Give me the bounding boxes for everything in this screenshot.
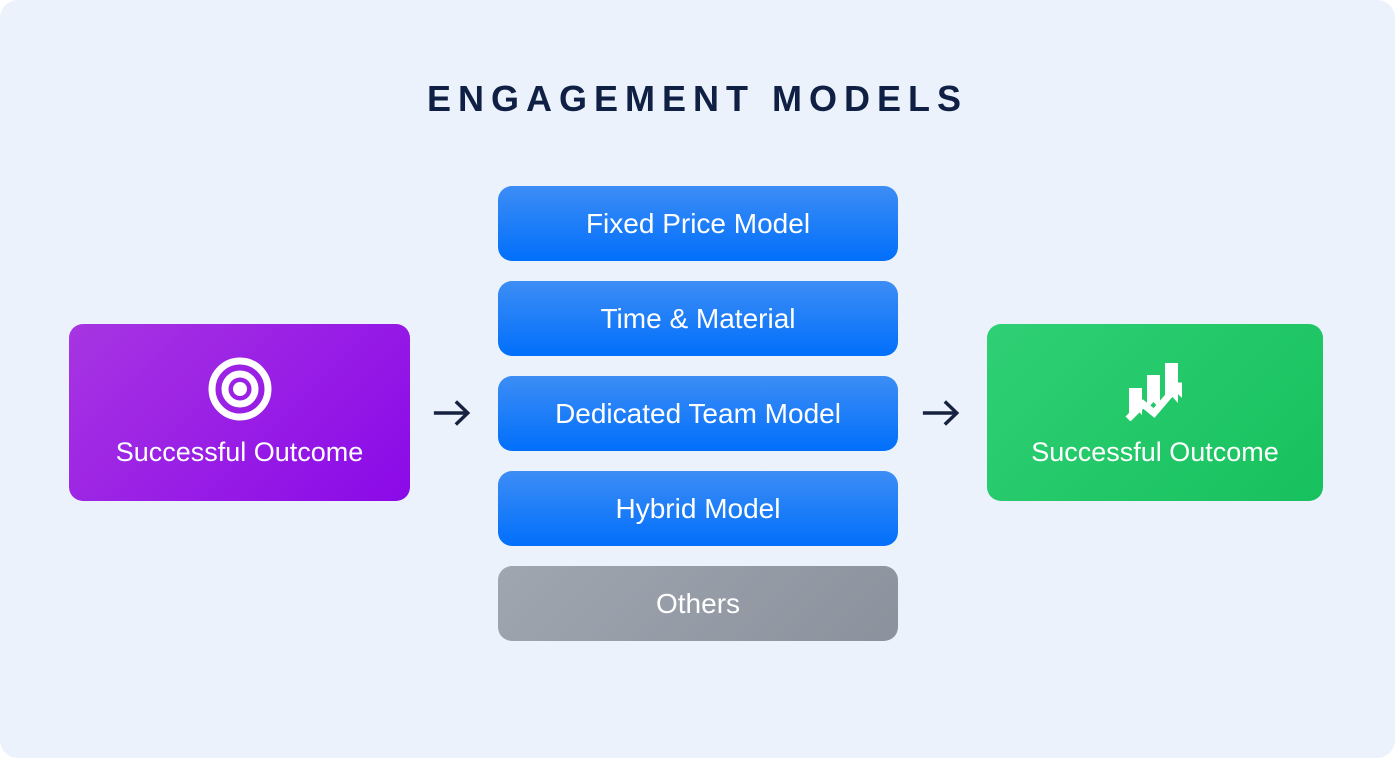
target-icon [208,357,272,421]
pill-label: Hybrid Model [615,492,781,524]
node-successful-outcome-left: Successful Outcome [69,324,410,501]
node-successful-outcome-right: Successful Outcome [987,324,1323,501]
model-pill-hybrid: Hybrid Model [498,471,898,546]
model-pill-dedicated-team: Dedicated Team Model [498,376,898,451]
pill-label: Time & Material [600,302,796,334]
pill-label: Dedicated Team Model [555,397,841,429]
node-label: Successful Outcome [115,437,364,467]
model-pill-time-material: Time & Material [498,281,898,356]
page-title: ENGAGEMENT MODELS [426,78,968,119]
model-pill-fixed-price: Fixed Price Model [498,186,898,261]
node-label: Successful Outcome [1031,437,1279,467]
right-arrow-icon [920,394,962,432]
model-pill-others: Others [498,566,898,641]
pill-label: Others [655,587,741,619]
right-arrow-icon [431,394,473,432]
growth-chart-icon [1123,357,1187,422]
pill-label: Fixed Price Model [585,207,811,239]
